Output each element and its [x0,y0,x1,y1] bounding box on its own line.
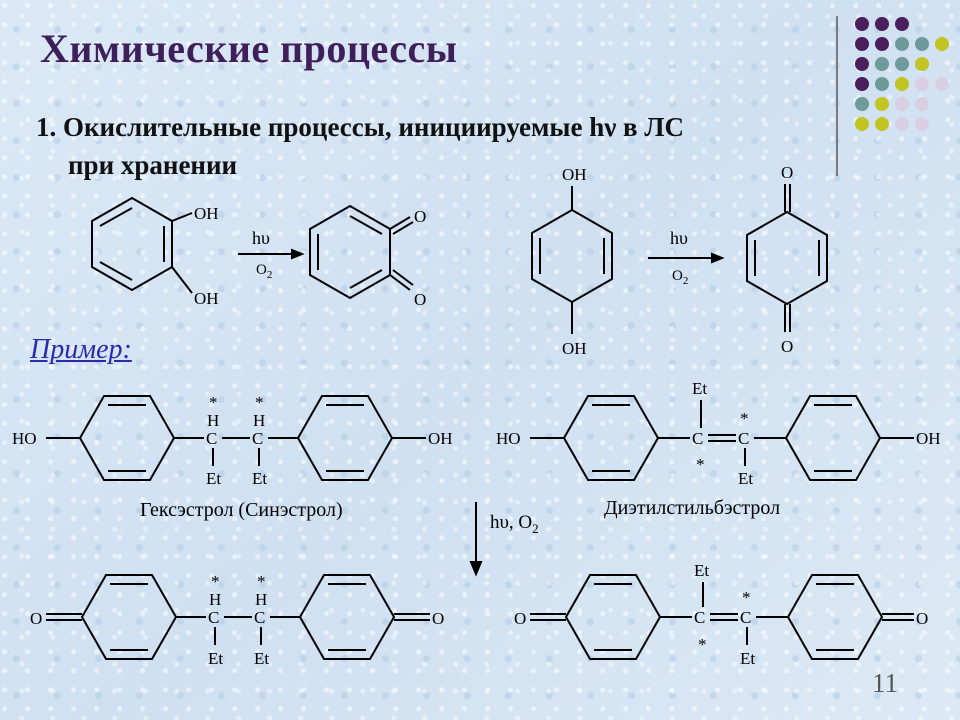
svg-text:C: C [738,429,749,448]
hexestrol-caption: Гексэстрол (Синэстрол) [140,499,343,521]
decor-dot [855,37,869,51]
decor-dot [855,57,869,71]
ho-label: HO [496,429,521,448]
arrow-label-o2: O2 [672,268,688,287]
ethyl-label: Et [738,469,753,488]
ethyl-label: Et [692,379,707,398]
svg-text:C: C [252,429,263,448]
decor-dot [915,37,929,51]
o-quinone-structure: O O [309,204,426,309]
svg-text:H: H [209,590,221,609]
oxidation-arrow-label: hυ, O2 [490,512,539,536]
o-label: O [781,337,793,356]
oh-label: OH [562,165,587,184]
section-heading-cont: при хранении [68,150,238,180]
decor-dot [875,77,889,91]
o-label: O [414,290,426,309]
o-label: O [514,609,526,628]
chiral-star: * [255,393,264,412]
oh-label: OH [562,339,587,358]
page-number: 11 [872,668,898,698]
decor-dot [895,37,909,51]
svg-text:C: C [740,608,751,627]
oh-label: OH [194,289,219,308]
decor-dot [895,117,909,131]
ethyl-label: Et [694,561,709,580]
oh-label: OH [194,204,219,223]
decor-dot [915,117,929,131]
chiral-star: * [696,455,705,474]
section-heading: 1. Окислительные процессы, инициируемые … [36,112,684,142]
svg-text:C: C [208,608,219,627]
ethyl-label: Et [208,649,223,668]
ho-label: HO [12,429,37,448]
oh-label: OH [916,429,941,448]
decor-dot [935,37,949,51]
reaction-arrow: hυ O2 [238,228,305,281]
hydroquinone-structure: OH OH [531,165,613,358]
arrow-label-hv: hυ [252,228,270,248]
des-structure: HO C Et * C * Et OH Диэтилстильбэстрол [496,379,941,519]
des-quinone-structure: O C Et * C * Et O [514,561,928,668]
svg-text:H: H [207,411,219,430]
decor-dot [895,97,909,111]
decor-dot [855,17,869,31]
o-label: O [916,609,928,628]
decor-dot [875,117,889,131]
o-label: O [432,609,444,628]
o-label: O [781,163,793,182]
decor-dot [915,97,929,111]
catechol-structure: OH OH [91,196,219,308]
decor-dot [875,97,889,111]
p-quinone-structure: O O [746,163,828,356]
svg-text:C: C [254,608,265,627]
svg-text:C: C [206,429,217,448]
svg-text:H: H [255,590,267,609]
arrow-label-hv: hυ [670,228,688,248]
svg-text:C: C [694,608,705,627]
ethyl-label: Et [740,649,755,668]
arrow-label-o2: O2 [256,262,272,281]
des-caption: Диэтилстильбэстрол [604,497,780,519]
decor-dot [855,77,869,91]
chiral-star: * [742,588,751,607]
decor-dot [875,17,889,31]
ethyl-label: Et [252,469,267,488]
reaction-arrow: hυ O2 [648,228,725,287]
decor-dot [915,57,929,71]
oxidation-arrow: hυ, O2 [469,502,539,577]
decor-dot [875,57,889,71]
chiral-star: * [209,393,218,412]
decor-dot-grid [855,17,949,131]
chiral-star: * [740,409,749,428]
decor-dot [895,17,909,31]
decor-dot [915,77,929,91]
decor-dot [895,57,909,71]
chiral-star: * [698,635,707,654]
oh-label: OH [428,429,453,448]
svg-text:C: C [692,429,703,448]
chiral-star: * [211,572,220,591]
slide-title: Химические процессы [40,26,458,71]
ethyl-label: Et [206,469,221,488]
decor-dot [855,117,869,131]
hexestrol-structure: HO C H * Et C H * Et OH Гексэстрол (Синэ… [12,393,453,521]
o-label: O [30,609,42,628]
chiral-star: * [257,572,266,591]
divider-line [836,16,838,176]
decor-dot [875,37,889,51]
decor-dot [855,97,869,111]
hexestrol-quinone-structure: O C H * Et C H * Et O [30,572,444,668]
example-link[interactable]: Пример: [30,334,132,365]
decor-dot [895,77,909,91]
svg-text:H: H [253,411,265,430]
decor-dot [935,77,949,91]
o-label: O [414,207,426,226]
ethyl-label: Et [254,649,269,668]
